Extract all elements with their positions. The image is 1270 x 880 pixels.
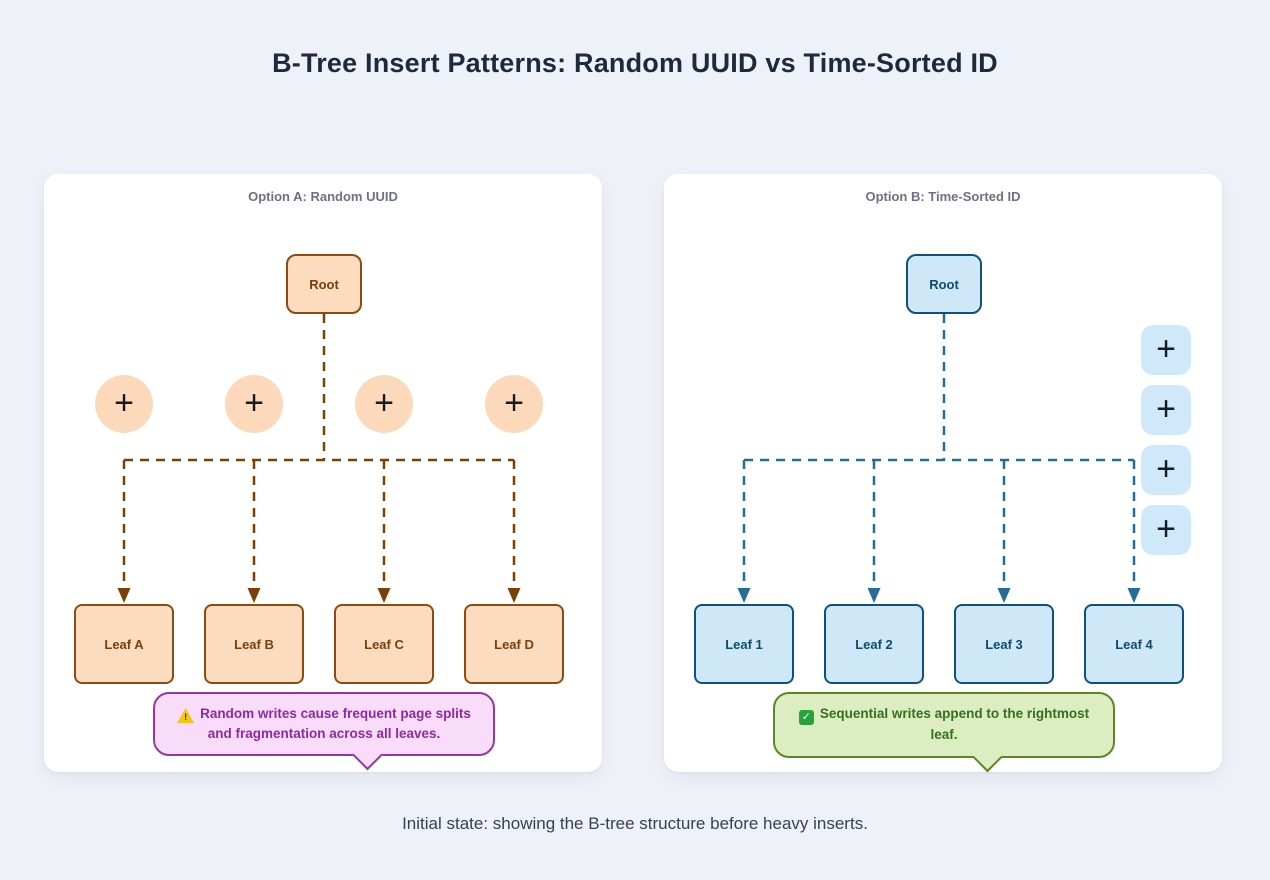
panel-option-b: Option B: Time-Sorted ID Root + + + + Le… (664, 174, 1222, 772)
insert-button-a1[interactable]: + (95, 375, 153, 433)
leaf-node-b2-label: Leaf 2 (855, 636, 893, 652)
plus-icon: + (114, 384, 134, 422)
insert-button-b4[interactable]: + (1141, 505, 1191, 555)
panel-option-a: Option A: Random UUID Root + + + + Leaf … (44, 174, 602, 772)
leaf-node-a4: Leaf D (464, 604, 564, 684)
root-node-a: Root (286, 254, 362, 314)
warning-callout: ! Random writes cause frequent page split… (153, 692, 495, 771)
leaf-node-a3-label: Leaf C (364, 636, 404, 652)
panel-a-header: Option A: Random UUID (248, 189, 398, 204)
plus-icon: + (504, 384, 524, 422)
check-icon: ✓ (798, 710, 814, 725)
insert-button-a3[interactable]: + (355, 375, 413, 433)
leaf-node-b1: Leaf 1 (694, 604, 794, 684)
leaf-node-a4-label: Leaf D (494, 636, 534, 652)
leaf-node-b1-label: Leaf 1 (725, 636, 763, 652)
insert-button-b1[interactable]: + (1141, 325, 1191, 375)
leaf-node-b2: Leaf 2 (824, 604, 924, 684)
leaf-node-b4: Leaf 4 (1084, 604, 1184, 684)
plus-icon: + (1156, 330, 1176, 368)
leaf-node-a2-label: Leaf B (234, 636, 274, 652)
callout-tail (352, 740, 383, 771)
warning-callout-text: Random writes cause frequent page splits… (200, 706, 471, 741)
leaf-node-a1: Leaf A (74, 604, 174, 684)
plus-icon: + (374, 384, 394, 422)
warning-icon: ! (177, 708, 195, 723)
plus-icon: + (1156, 390, 1176, 428)
page-title: B-Tree Insert Patterns: Random UUID vs T… (272, 48, 998, 78)
leaf-node-b3-label: Leaf 3 (985, 636, 1023, 652)
insert-button-a2[interactable]: + (225, 375, 283, 433)
plus-icon: + (1156, 510, 1176, 548)
leaf-node-a2: Leaf B (204, 604, 304, 684)
panel-b-header: Option B: Time-Sorted ID (865, 189, 1021, 204)
insert-button-b2[interactable]: + (1141, 385, 1191, 435)
root-node-a-label: Root (309, 276, 339, 292)
root-node-b: Root (906, 254, 982, 314)
leaf-node-b3: Leaf 3 (954, 604, 1054, 684)
root-node-b-label: Root (929, 276, 959, 292)
leaf-node-a3: Leaf C (334, 604, 434, 684)
insert-button-a4[interactable]: + (485, 375, 543, 433)
leaf-node-b4-label: Leaf 4 (1115, 636, 1153, 652)
success-callout: ✓ Sequential writes append to the rightmo… (773, 692, 1115, 772)
footer-caption: Initial state: showing the B-tree struct… (402, 814, 868, 833)
insert-button-b3[interactable]: + (1141, 445, 1191, 495)
success-callout-text: Sequential writes append to the rightmos… (819, 706, 1090, 742)
callout-tail (972, 742, 1003, 772)
plus-icon: + (1156, 450, 1176, 488)
plus-icon: + (244, 384, 264, 422)
leaf-node-a1-label: Leaf A (104, 636, 144, 652)
